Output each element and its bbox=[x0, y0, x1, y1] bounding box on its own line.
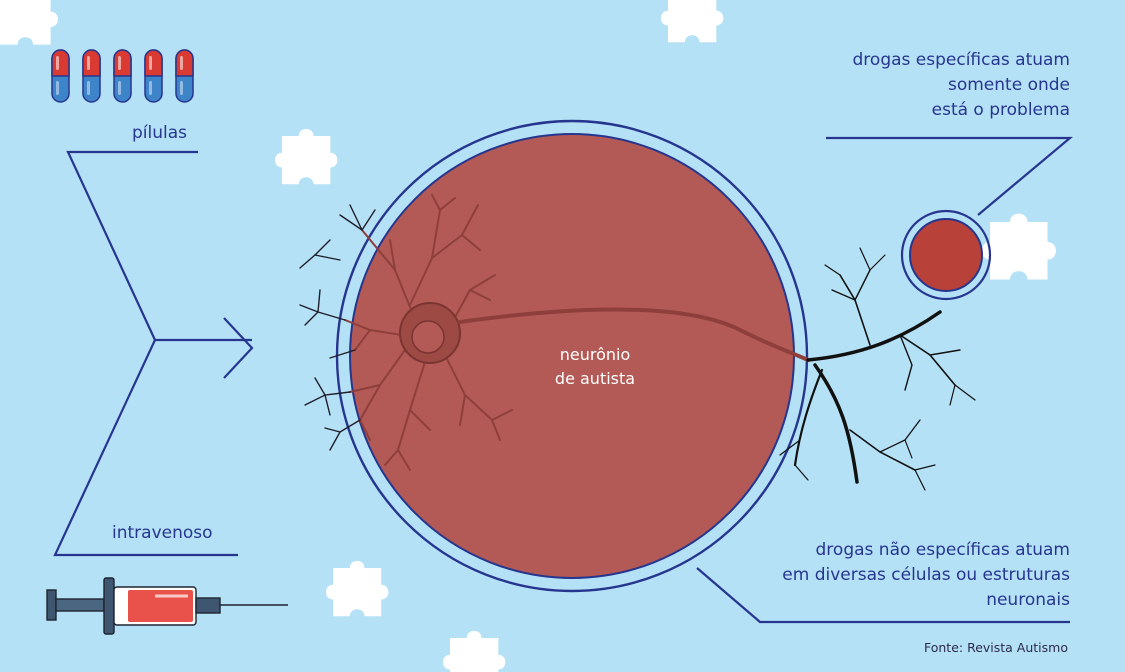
puzzle-piece-icon bbox=[981, 213, 1056, 280]
puzzle-piece-icon bbox=[0, 0, 59, 45]
neuron-dendrites bbox=[344, 194, 513, 471]
pill-capsule-icon bbox=[175, 49, 194, 103]
axon-terminals bbox=[779, 247, 976, 491]
pill-capsule-icon bbox=[82, 49, 101, 103]
puzzle-piece-icon bbox=[325, 560, 389, 617]
specific-drugs-line: somente onde bbox=[947, 75, 1070, 95]
neuron-axon bbox=[458, 307, 810, 362]
nonspecific-drugs-callout bbox=[696, 567, 1070, 624]
delivery-route-arrow bbox=[53, 150, 254, 557]
neuron-label: neurônio de autista bbox=[535, 343, 655, 391]
specific-drugs-callout bbox=[826, 136, 1074, 216]
nonspecific-drugs-line: drogas não específicas atuam bbox=[815, 540, 1070, 560]
nonspecific-drugs-text: drogas não específicas atuam em diversas… bbox=[782, 538, 1070, 613]
specific-drugs-line: drogas específicas atuam bbox=[852, 50, 1070, 70]
syringe-icon bbox=[46, 577, 288, 635]
puzzle-piece-icon bbox=[274, 128, 338, 185]
pill-capsule-icon bbox=[144, 49, 163, 103]
puzzle-piece-icon bbox=[442, 630, 506, 672]
neuron-label-line: de autista bbox=[554, 369, 636, 388]
intravenous-label: intravenoso bbox=[112, 523, 213, 543]
neuron-outer-dendrites bbox=[299, 204, 376, 451]
specific-drugs-text: drogas específicas atuam somente onde es… bbox=[853, 48, 1070, 123]
target-cell-ring bbox=[900, 209, 992, 301]
specific-drugs-line: está o problema bbox=[931, 100, 1070, 120]
source-credit: Fonte: Revista Autismo bbox=[923, 640, 1068, 655]
neuron-nucleus bbox=[411, 320, 445, 354]
nonspecific-drugs-line: em diversas células ou estruturas bbox=[782, 565, 1070, 585]
pill-capsule-icon bbox=[113, 49, 132, 103]
puzzle-piece-icon bbox=[660, 0, 724, 43]
pills-label: pílulas bbox=[132, 123, 188, 143]
nonspecific-drugs-line: neuronais bbox=[986, 590, 1070, 610]
target-cell bbox=[909, 218, 983, 292]
neuron-label-line: neurônio bbox=[559, 345, 631, 364]
pill-capsule-icon bbox=[51, 49, 70, 103]
